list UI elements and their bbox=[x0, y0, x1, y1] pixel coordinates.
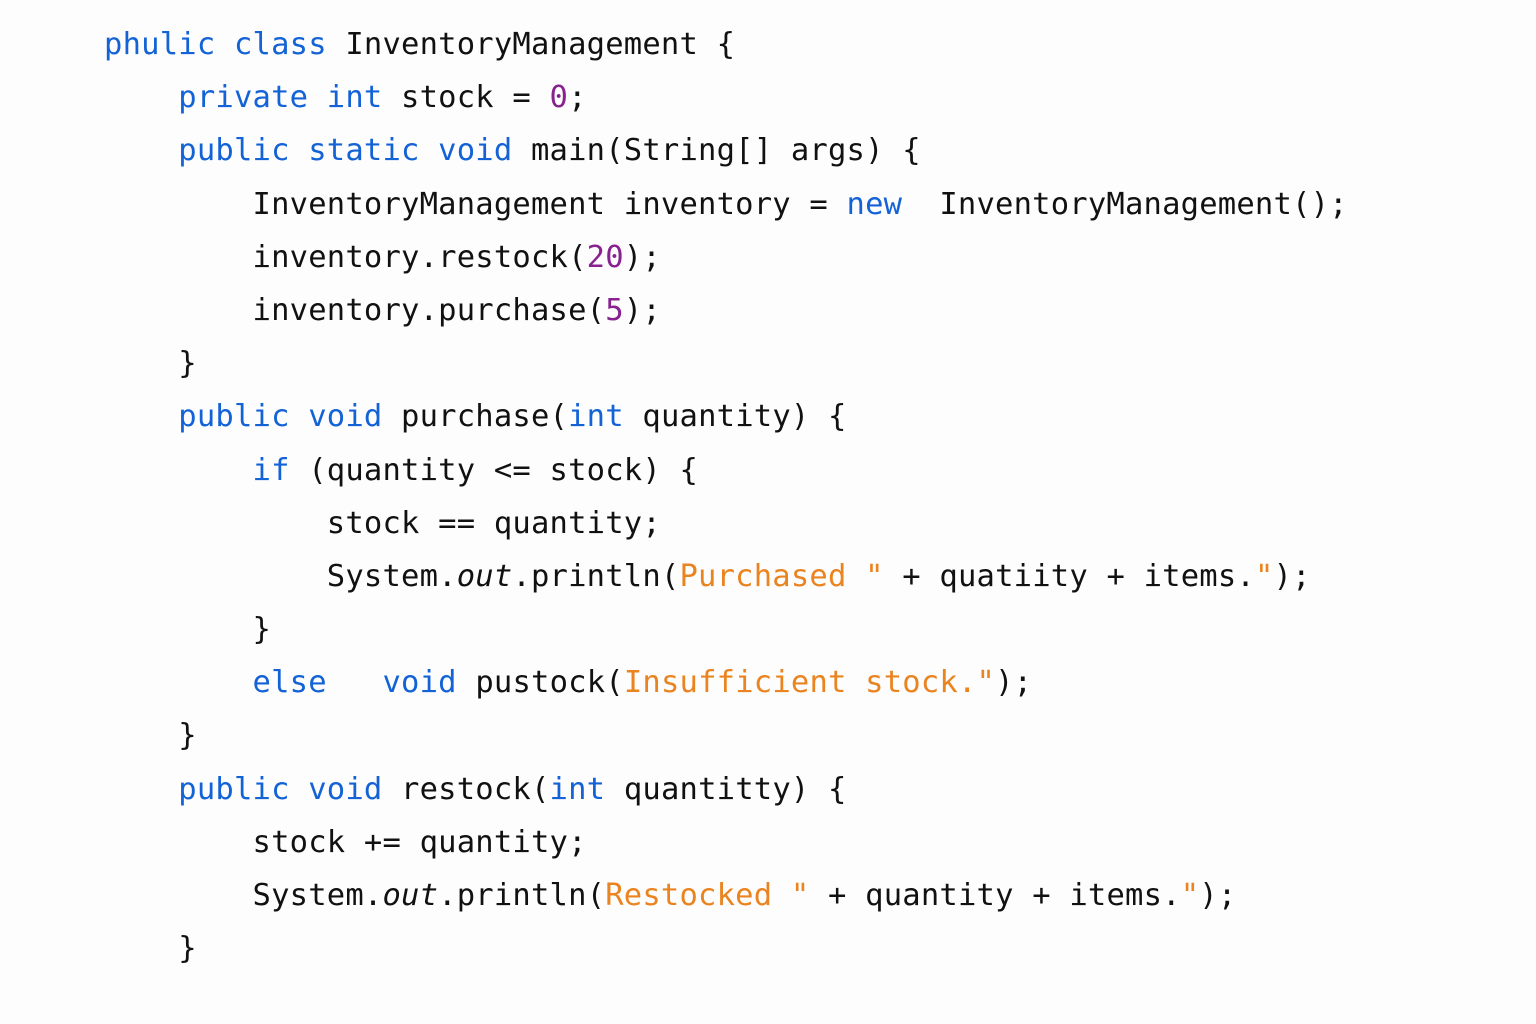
code-line[interactable]: System.out.println(Restocked " + quantit… bbox=[0, 869, 1536, 922]
code-line[interactable]: stock += quantity; bbox=[0, 816, 1536, 869]
code-block[interactable]: phulic class InventoryManagement { priva… bbox=[0, 18, 1536, 975]
code-token-plain bbox=[104, 133, 178, 168]
code-line[interactable]: private int stock = 0; bbox=[0, 71, 1536, 124]
code-line[interactable]: inventory.purchase(5); bbox=[0, 284, 1536, 337]
code-token-plain bbox=[104, 453, 253, 488]
code-token-plain: System. bbox=[104, 558, 457, 594]
code-line[interactable]: } bbox=[0, 709, 1536, 762]
code-token-plain: System. bbox=[104, 878, 383, 913]
code-token-plain: restock( bbox=[401, 771, 550, 807]
code-token-plain: (quantity <= stock) { bbox=[289, 452, 699, 488]
code-line[interactable]: public void purchase(int quantity) { bbox=[0, 390, 1536, 443]
code-token-keyword: phulic class bbox=[104, 27, 346, 62]
code-token-plain: .println( bbox=[438, 878, 606, 913]
code-line[interactable]: System.out.println(Purchased " + quatiit… bbox=[0, 550, 1536, 603]
code-token-italic: out bbox=[382, 878, 439, 913]
code-line[interactable]: } bbox=[0, 922, 1536, 975]
code-token-plain: + quantity + items. bbox=[809, 878, 1181, 913]
code-token-plain: + quatiity + items. bbox=[883, 558, 1255, 594]
code-token-plain: } bbox=[104, 931, 197, 967]
code-token-keyword: int bbox=[568, 399, 624, 435]
code-token-plain: InventoryManagement inventory = bbox=[104, 186, 847, 222]
code-token-string: Restocked " bbox=[605, 878, 810, 913]
code-token-plain: InventoryManagement(); bbox=[902, 186, 1348, 222]
code-token-keyword: private int bbox=[178, 80, 402, 116]
code-token-plain bbox=[104, 665, 253, 700]
code-token-plain: quantity) { bbox=[623, 399, 847, 435]
code-token-plain bbox=[104, 399, 178, 434]
code-token-keyword: int bbox=[549, 771, 606, 807]
code-token-plain: inventory.restock( bbox=[104, 239, 587, 275]
code-token-plain: ); bbox=[623, 292, 661, 328]
code-line[interactable]: if (quantity <= stock) { bbox=[0, 444, 1536, 497]
code-line[interactable]: inventory.restock(20); bbox=[0, 231, 1536, 284]
code-token-plain bbox=[104, 80, 178, 115]
code-line[interactable]: public void restock(int quantitty) { bbox=[0, 763, 1536, 816]
code-token-keyword: public static void bbox=[178, 133, 531, 169]
code-token-string: " bbox=[1180, 878, 1200, 913]
code-token-keyword: public void bbox=[178, 399, 402, 435]
code-token-plain: .println( bbox=[512, 558, 680, 594]
code-line[interactable]: stock == quantity; bbox=[0, 497, 1536, 550]
code-token-plain: purchase( bbox=[401, 399, 569, 435]
code-token-keyword: public void bbox=[178, 771, 402, 807]
code-token-plain: stock += quantity; bbox=[104, 824, 587, 860]
code-token-plain: } bbox=[104, 346, 197, 382]
code-token-string: Purchased " bbox=[679, 558, 884, 594]
code-token-plain: ; bbox=[568, 80, 587, 116]
code-token-plain: } bbox=[104, 612, 272, 648]
code-token-plain: ); bbox=[1199, 878, 1237, 913]
code-token-plain: quantitty) { bbox=[605, 771, 847, 807]
code-token-number: 5 bbox=[605, 292, 624, 328]
code-token-plain bbox=[327, 665, 383, 700]
code-token-string: " bbox=[1254, 558, 1274, 594]
code-token-plain: ); bbox=[1273, 558, 1311, 594]
code-line[interactable]: InventoryManagement inventory = new Inve… bbox=[0, 178, 1536, 231]
code-token-plain: inventory.purchase( bbox=[104, 292, 606, 328]
code-token-keyword: if bbox=[252, 452, 290, 488]
code-token-number: 0 bbox=[549, 80, 569, 116]
code-token-keyword: else bbox=[252, 665, 327, 701]
code-line[interactable]: } bbox=[0, 603, 1536, 656]
code-token-number: 20 bbox=[586, 239, 624, 275]
code-token-string: Insufficient stock." bbox=[623, 665, 996, 701]
code-token-plain: stock == quantity; bbox=[104, 505, 661, 541]
code-token-italic: out bbox=[456, 558, 513, 594]
code-token-keyword: new bbox=[846, 186, 903, 222]
code-line[interactable]: public static void main(String[] args) { bbox=[0, 124, 1536, 177]
code-line[interactable]: phulic class InventoryManagement { bbox=[0, 18, 1536, 71]
code-token-plain bbox=[104, 772, 178, 807]
code-token-plain: } bbox=[104, 718, 197, 754]
code-token-plain: pustock( bbox=[456, 665, 624, 701]
code-token-plain: stock = bbox=[401, 80, 550, 116]
code-token-plain: InventoryManagement { bbox=[345, 27, 736, 62]
code-token-keyword: void bbox=[382, 665, 457, 701]
code-token-plain: ); bbox=[995, 665, 1033, 701]
code-line[interactable]: else void pustock(Insufficient stock."); bbox=[0, 656, 1536, 709]
code-line[interactable]: } bbox=[0, 337, 1536, 390]
code-token-plain: ); bbox=[623, 239, 661, 275]
code-token-plain: main(String[] args) { bbox=[530, 133, 921, 169]
